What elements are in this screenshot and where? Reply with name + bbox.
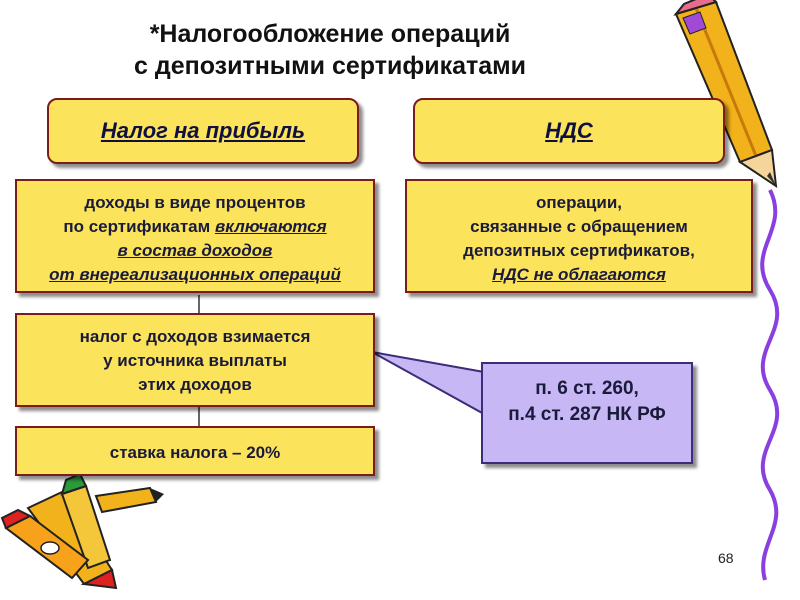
header-vat-label: НДС [545, 118, 593, 143]
tax-source-box: налог с доходов взимается у источника вы… [15, 313, 375, 407]
text-line: операции, [535, 193, 623, 212]
text-line: п. 6 ст. 260, [535, 378, 639, 399]
text-line: ставка налога – 20% [109, 443, 281, 462]
text-line: от внереализационных операций [49, 265, 341, 284]
vat-operations-box: операции, связанные с обращением депозит… [405, 179, 753, 293]
text-line: НДС не облагаются [492, 265, 666, 284]
header-profit-tax-label: Налог на прибыль [100, 118, 306, 143]
law-reference-callout: п. 6 ст. 260, п.4 ст. 287 НК РФ [481, 362, 693, 464]
crayons-icon [0, 472, 164, 590]
text-line: п.4 ст. 287 НК РФ [508, 404, 666, 425]
pencil-icon [673, 0, 778, 189]
text-line: в состав доходов [117, 241, 273, 260]
title-line: *Налогообложение операций [149, 20, 511, 48]
header-profit-tax: Налог на прибыль [47, 98, 359, 164]
text-line: у источника выплаты [103, 351, 287, 370]
page-number: 68 [718, 550, 734, 566]
tax-rate-box: ставка налога – 20% [15, 426, 375, 476]
squiggle-line [760, 189, 780, 581]
profit-income-box: доходы в виде процентов по сертификатам … [15, 179, 375, 293]
text-line: этих доходов [138, 375, 252, 394]
emphasis-text: включаются [214, 217, 327, 236]
text-fragment: по сертификатам [63, 217, 215, 236]
callout-pointer [371, 351, 485, 416]
text-line: налог с доходов взимается [79, 327, 311, 346]
text-line: по сертификатам включаются [17, 215, 373, 239]
text-line: депозитных сертификатов, [463, 241, 695, 260]
text-line: связанные с обращением [470, 217, 688, 236]
header-vat: НДС [413, 98, 725, 164]
title-line: с депозитными сертификатами [134, 52, 526, 80]
text-line: доходы в виде процентов [84, 193, 306, 212]
page-title: *Налогообложение операций с депозитными … [80, 18, 580, 82]
